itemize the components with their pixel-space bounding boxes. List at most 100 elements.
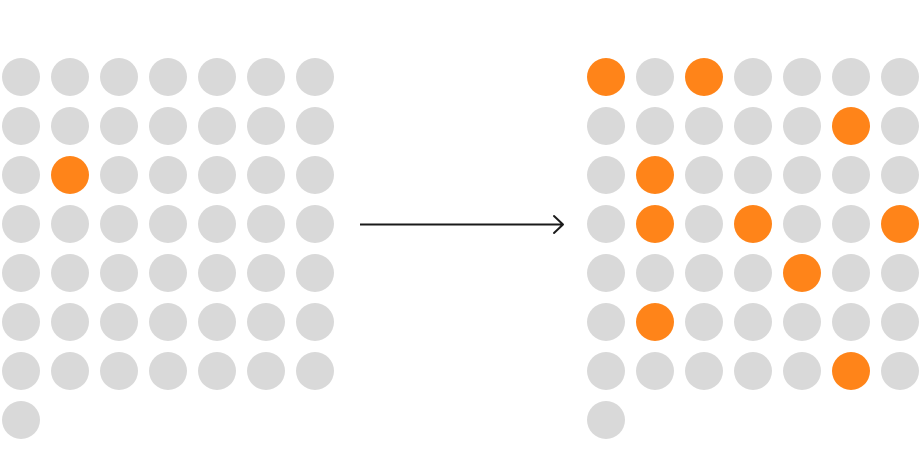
right-grid-dot [685,352,723,390]
left-grid-dot [149,352,187,390]
right-grid-dot [685,254,723,292]
left-grid-dot [296,107,334,145]
left-grid-dot [2,156,40,194]
right-grid-dot [636,58,674,96]
right-grid-dot [881,352,919,390]
left-grid-dot [296,58,334,96]
left-grid-dot [100,205,138,243]
left-grid-dot [149,107,187,145]
left-grid-dot [2,352,40,390]
left-grid-dot [100,156,138,194]
right-grid-highlighted-dot [636,303,674,341]
right-grid-dot [783,58,821,96]
right-grid-highlighted-dot [636,205,674,243]
left-grid-dot [198,254,236,292]
right-grid-dot [832,156,870,194]
left-grid-dot [51,107,89,145]
left-grid-dot [2,58,40,96]
left-grid-dot [247,156,285,194]
right-grid-highlighted-dot [685,58,723,96]
right-grid-dot [832,58,870,96]
right-grid-highlighted-dot [734,205,772,243]
right-grid-dot [734,107,772,145]
right-grid-highlighted-dot [587,58,625,96]
right-grid-highlighted-dot [881,205,919,243]
left-grid-dot [247,254,285,292]
left-grid-dot [198,352,236,390]
right-grid-dot [636,254,674,292]
right-grid-dot [636,107,674,145]
right-dot-grid [587,58,919,439]
left-grid-dot [2,107,40,145]
left-grid-dot [2,303,40,341]
left-grid-dot [296,156,334,194]
left-grid-dot [247,303,285,341]
left-grid-dot [198,58,236,96]
right-grid-dot [734,58,772,96]
right-grid-dot [783,352,821,390]
right-grid-dot [685,107,723,145]
right-grid-dot [734,254,772,292]
left-grid-dot [51,205,89,243]
right-grid-highlighted-dot [832,352,870,390]
right-grid-dot [587,107,625,145]
left-grid-dot [100,107,138,145]
right-grid-dot [783,205,821,243]
right-grid-dot [587,205,625,243]
right-grid-highlighted-dot [636,156,674,194]
left-grid-dot [51,254,89,292]
left-grid-dot [100,58,138,96]
left-grid-dot [149,205,187,243]
left-grid-dot [247,205,285,243]
left-grid-dot [149,58,187,96]
right-grid-dot [881,303,919,341]
right-grid-dot [783,156,821,194]
right-grid-dot [832,303,870,341]
right-grid-dot [587,352,625,390]
left-grid-dot [198,156,236,194]
right-grid-dot [832,254,870,292]
arrow-right-icon [360,215,564,234]
left-grid-dot [2,205,40,243]
left-grid-dot [149,156,187,194]
right-grid-dot [685,303,723,341]
left-grid-dot [100,254,138,292]
right-grid-dot [587,401,625,439]
left-grid-dot [198,205,236,243]
left-grid-dot [100,352,138,390]
right-grid-dot [636,352,674,390]
right-grid-dot [685,156,723,194]
right-grid-highlighted-dot [783,254,821,292]
right-grid-dot [881,156,919,194]
left-grid-dot [51,58,89,96]
left-grid-dot [247,107,285,145]
right-grid-dot [734,303,772,341]
left-grid-dot [51,303,89,341]
right-grid-dot [881,254,919,292]
left-grid-dot [198,107,236,145]
left-grid-dot [100,303,138,341]
arrow-head [553,215,564,234]
left-grid-dot [247,352,285,390]
left-grid-dot [51,352,89,390]
right-grid-dot [881,107,919,145]
left-grid-dot [149,254,187,292]
left-grid-dot [296,254,334,292]
left-grid-dot [247,58,285,96]
right-grid-dot [832,205,870,243]
left-grid-dot [198,303,236,341]
left-grid-dot [2,254,40,292]
left-grid-dot [296,303,334,341]
left-dot-grid [2,58,334,439]
right-grid-dot [734,352,772,390]
right-grid-dot [783,107,821,145]
right-grid-dot [587,303,625,341]
right-grid-dot [587,254,625,292]
right-grid-dot [734,156,772,194]
left-grid-dot [149,303,187,341]
right-grid-dot [685,205,723,243]
left-grid-dot [2,401,40,439]
left-grid-highlighted-dot [51,156,89,194]
right-grid-highlighted-dot [832,107,870,145]
